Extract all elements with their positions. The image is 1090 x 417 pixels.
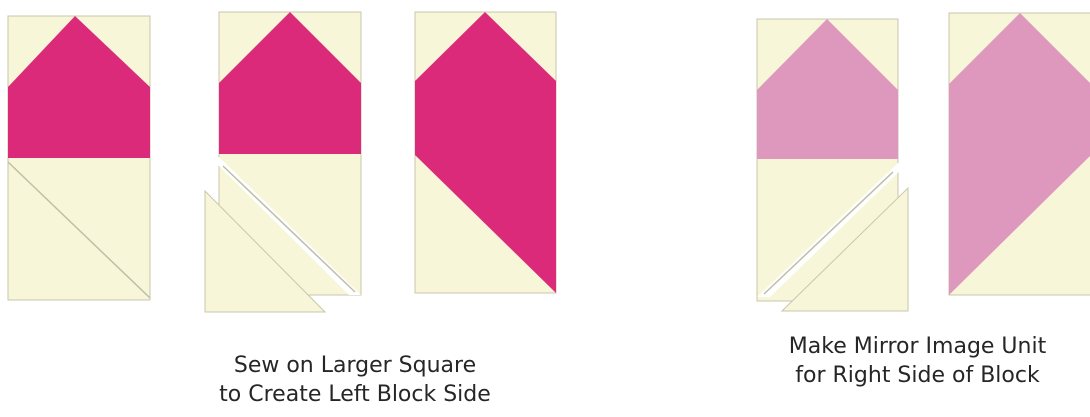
- left-caption-line-1: Sew on Larger Square: [195, 351, 515, 380]
- unit-2-sewing-block: [205, 12, 361, 312]
- unit-1-left-block: [8, 16, 150, 300]
- unit-5-finished-right-side: [949, 13, 1090, 295]
- right-caption-line-1: Make Mirror Image Unit: [745, 332, 1090, 361]
- right-block-caption: Make Mirror Image Unit for Right Side of…: [745, 332, 1090, 390]
- left-caption-line-2: to Create Left Block Side: [195, 380, 515, 409]
- unit-3-finished-left-side: [415, 12, 556, 293]
- unit-4-mirror-sewing-block: [757, 19, 908, 311]
- right-caption-line-2: for Right Side of Block: [745, 361, 1090, 390]
- left-block-caption: Sew on Larger Square to Create Left Bloc…: [195, 351, 515, 409]
